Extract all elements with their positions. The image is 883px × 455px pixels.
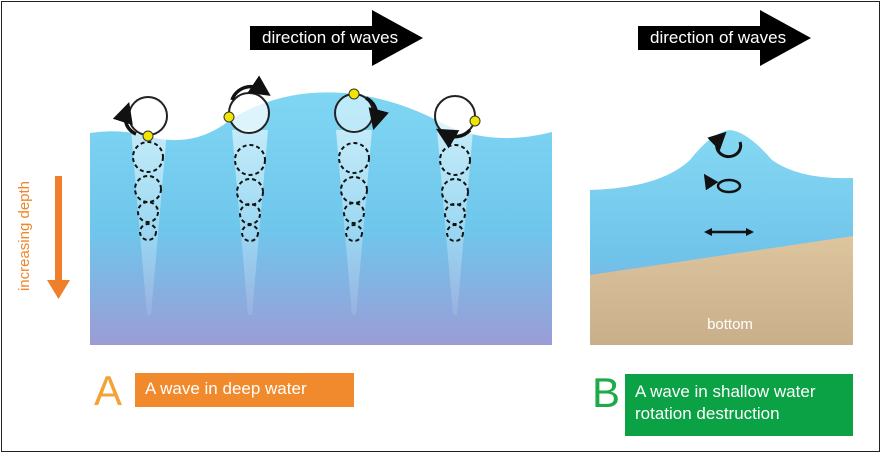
shallow-orbits bbox=[703, 131, 754, 236]
bottom-label: bottom bbox=[707, 316, 753, 333]
direction-arrow-b bbox=[638, 10, 811, 66]
caption-b-box bbox=[625, 374, 853, 436]
deep-water bbox=[90, 92, 552, 345]
caption-a: A wave in deep water bbox=[145, 379, 307, 398]
orbit-column-4 bbox=[434, 95, 481, 315]
caption-a-box bbox=[135, 373, 354, 407]
direction-arrow-a bbox=[250, 10, 423, 66]
orbit-column-2 bbox=[223, 75, 271, 315]
direction-label-b: direction of waves bbox=[650, 28, 787, 47]
direction-label-a: direction of waves bbox=[262, 28, 399, 47]
caption-b-line2: rotation destruction bbox=[635, 404, 780, 423]
panel-b-letter: B bbox=[592, 369, 621, 416]
sea-bottom bbox=[590, 236, 853, 345]
orbit-column-1 bbox=[112, 96, 168, 315]
depth-label: increasing depth bbox=[16, 180, 33, 292]
caption-b-line1: A wave in shallow water bbox=[635, 382, 816, 401]
depth-arrow bbox=[47, 176, 70, 299]
caption-b: A wave in shallow water rotation destruc… bbox=[625, 374, 853, 436]
panel-a-letter: A bbox=[94, 367, 123, 414]
orbit-column-3 bbox=[334, 88, 389, 315]
